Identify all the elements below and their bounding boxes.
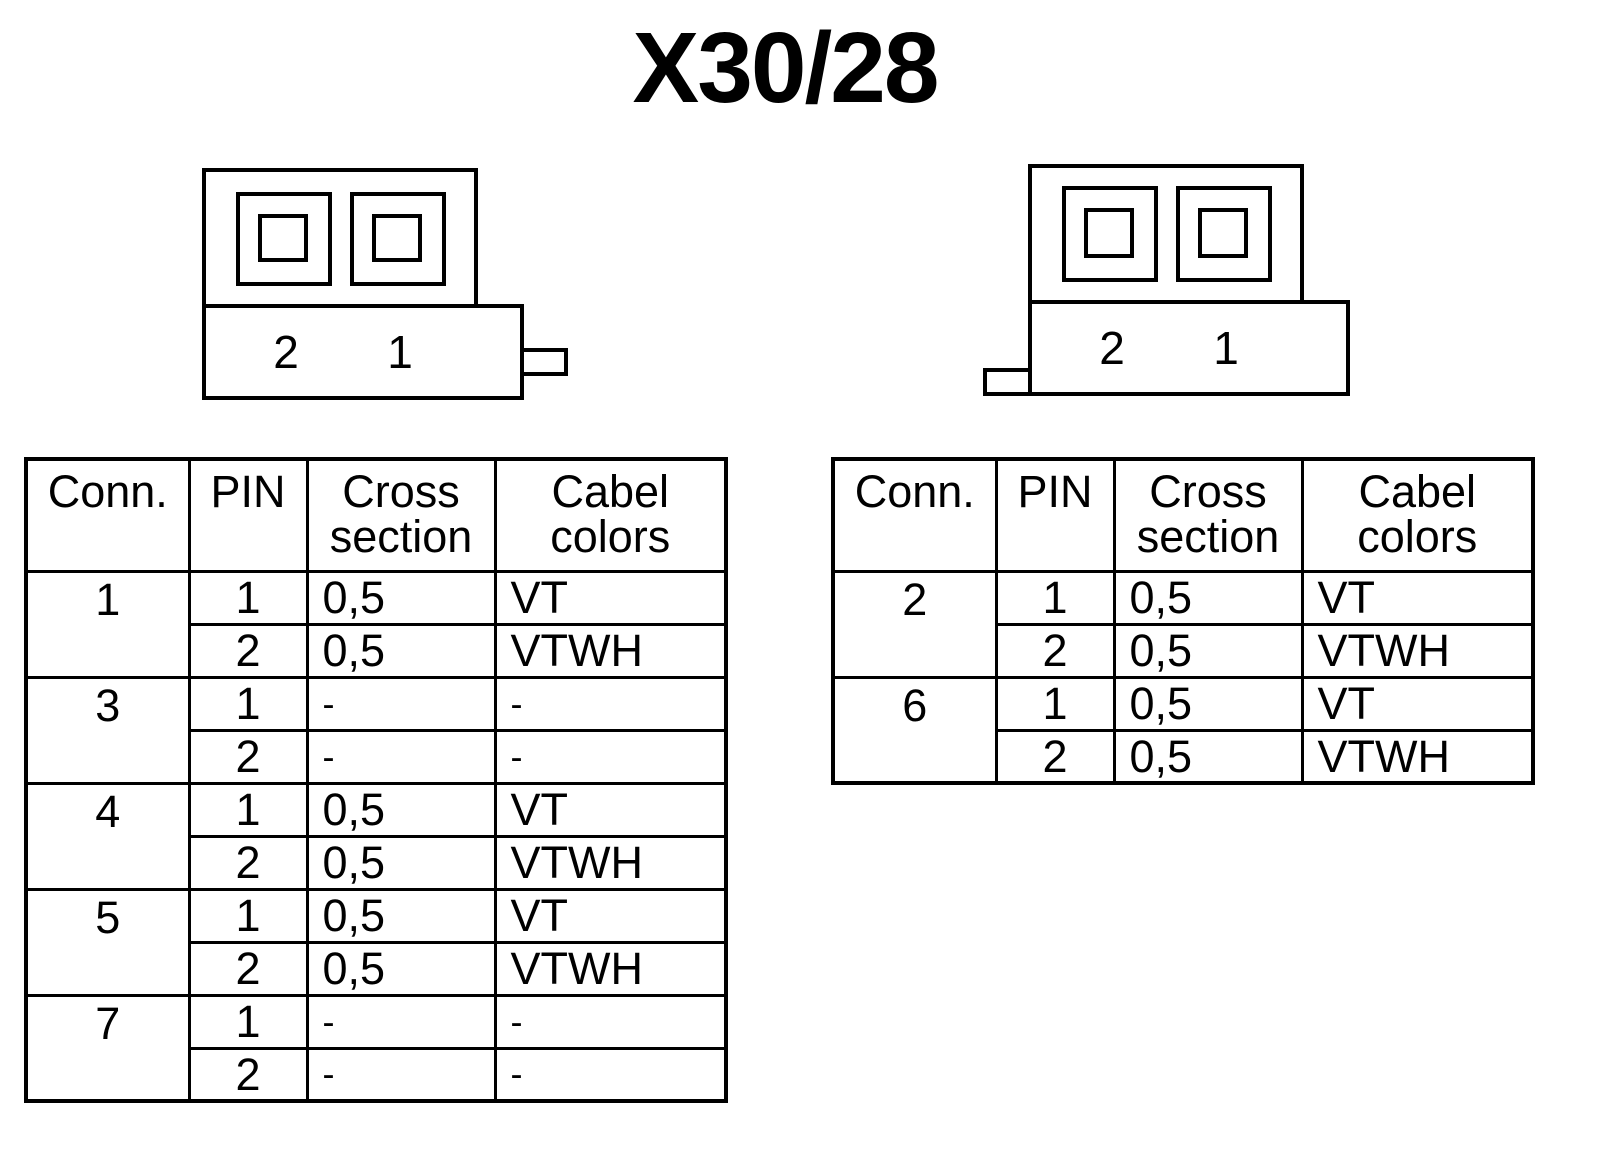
connector-left-pin-label: 2 [273,326,299,378]
connector-right-drawing: 2 1 [983,164,1350,396]
cable-color-cell: VTWH [1300,728,1535,785]
cable-color-cell: VT [493,569,728,626]
cross-section-cell: 0,5 [305,622,497,679]
connector-right: 2 1 [982,162,1362,402]
header-pin: PIN [187,457,309,573]
table-row: 2-- [26,728,728,785]
connector-left-drawing: 2 1 [202,168,568,400]
cross-section-cell: 0,5 [305,940,497,997]
pin-cell: 1 [187,993,309,1050]
conn-cell: 1 [24,569,191,679]
cable-color-cell: - [493,993,728,1050]
pin-cell: 1 [994,675,1116,732]
cable-color-cell: VTWH [493,622,728,679]
cable-color-cell: - [493,675,728,732]
cross-section-cell: 0,5 [305,569,497,626]
cable-color-cell: VT [1300,675,1535,732]
cross-section-cell: 0,5 [305,781,497,838]
cross-section-cell: 0,5 [1112,622,1304,679]
cross-section-cell: 0,5 [1112,569,1304,626]
cable-color-cell: VT [493,781,728,838]
cable-color-cell: - [493,1046,728,1103]
pin-cell: 2 [994,622,1116,679]
cross-section-cell: - [305,1046,497,1103]
cross-section-cell: - [305,675,497,732]
header-color-line1: Cabel [551,466,670,517]
diagram-title: X30/28 [632,12,940,124]
cable-color-cell: VTWH [493,834,728,891]
connector-right-pin-label: 1 [1213,322,1239,374]
cross-section-cell: - [305,728,497,785]
header-color-line2: colors [550,511,671,562]
header-cross-line2: section [1136,511,1280,562]
cable-color-cell: VT [493,887,728,944]
cross-section-cell: 0,5 [1112,675,1304,732]
header-conn: Conn. [24,457,191,573]
pin-cell: 1 [187,887,309,944]
header-pin: PIN [994,457,1116,573]
header-cross-line2: section [329,511,473,562]
pin-cell: 2 [187,834,309,891]
pin-cell: 2 [994,728,1116,785]
cross-section-cell: 0,5 [305,834,497,891]
cross-section-cell: 0,5 [1112,728,1304,785]
header-cross-line1: Cross [1149,466,1267,517]
pin-cell: 2 [187,622,309,679]
pin-cell: 2 [187,940,309,997]
pin-cavity-1 [350,192,446,286]
connector-left: 2 1 [200,166,580,406]
conn-cell: 5 [24,887,191,997]
connector-left-pin-label: 1 [387,326,413,378]
pin-cell: 2 [187,728,309,785]
cable-color-cell: - [493,728,728,785]
pin-cell: 1 [994,569,1116,626]
conn-cell: 3 [24,675,191,785]
connector-right-pin-label: 2 [1099,322,1125,374]
cable-color-cell: VT [1300,569,1535,626]
header-color-line2: colors [1357,511,1478,562]
pin-cavity-2 [236,192,332,286]
table-row: 2-- [26,1046,728,1103]
pin-cell: 1 [187,675,309,732]
header-cross-line1: Cross [342,466,460,517]
pin-cell: 2 [187,1046,309,1103]
cable-color-cell: VTWH [1300,622,1535,679]
pin-cavity-1 [1176,186,1272,282]
pin-cell: 1 [187,569,309,626]
pin-cell: 1 [187,781,309,838]
pin-cavity-2 [1062,186,1158,282]
header-conn: Conn. [831,457,998,573]
cross-section-cell: 0,5 [305,887,497,944]
conn-cell: 6 [831,675,998,785]
cross-section-cell: - [305,993,497,1050]
header-color-line1: Cabel [1358,466,1477,517]
cable-color-cell: VTWH [493,940,728,997]
conn-cell: 4 [24,781,191,891]
conn-cell: 7 [24,993,191,1103]
conn-cell: 2 [831,569,998,679]
